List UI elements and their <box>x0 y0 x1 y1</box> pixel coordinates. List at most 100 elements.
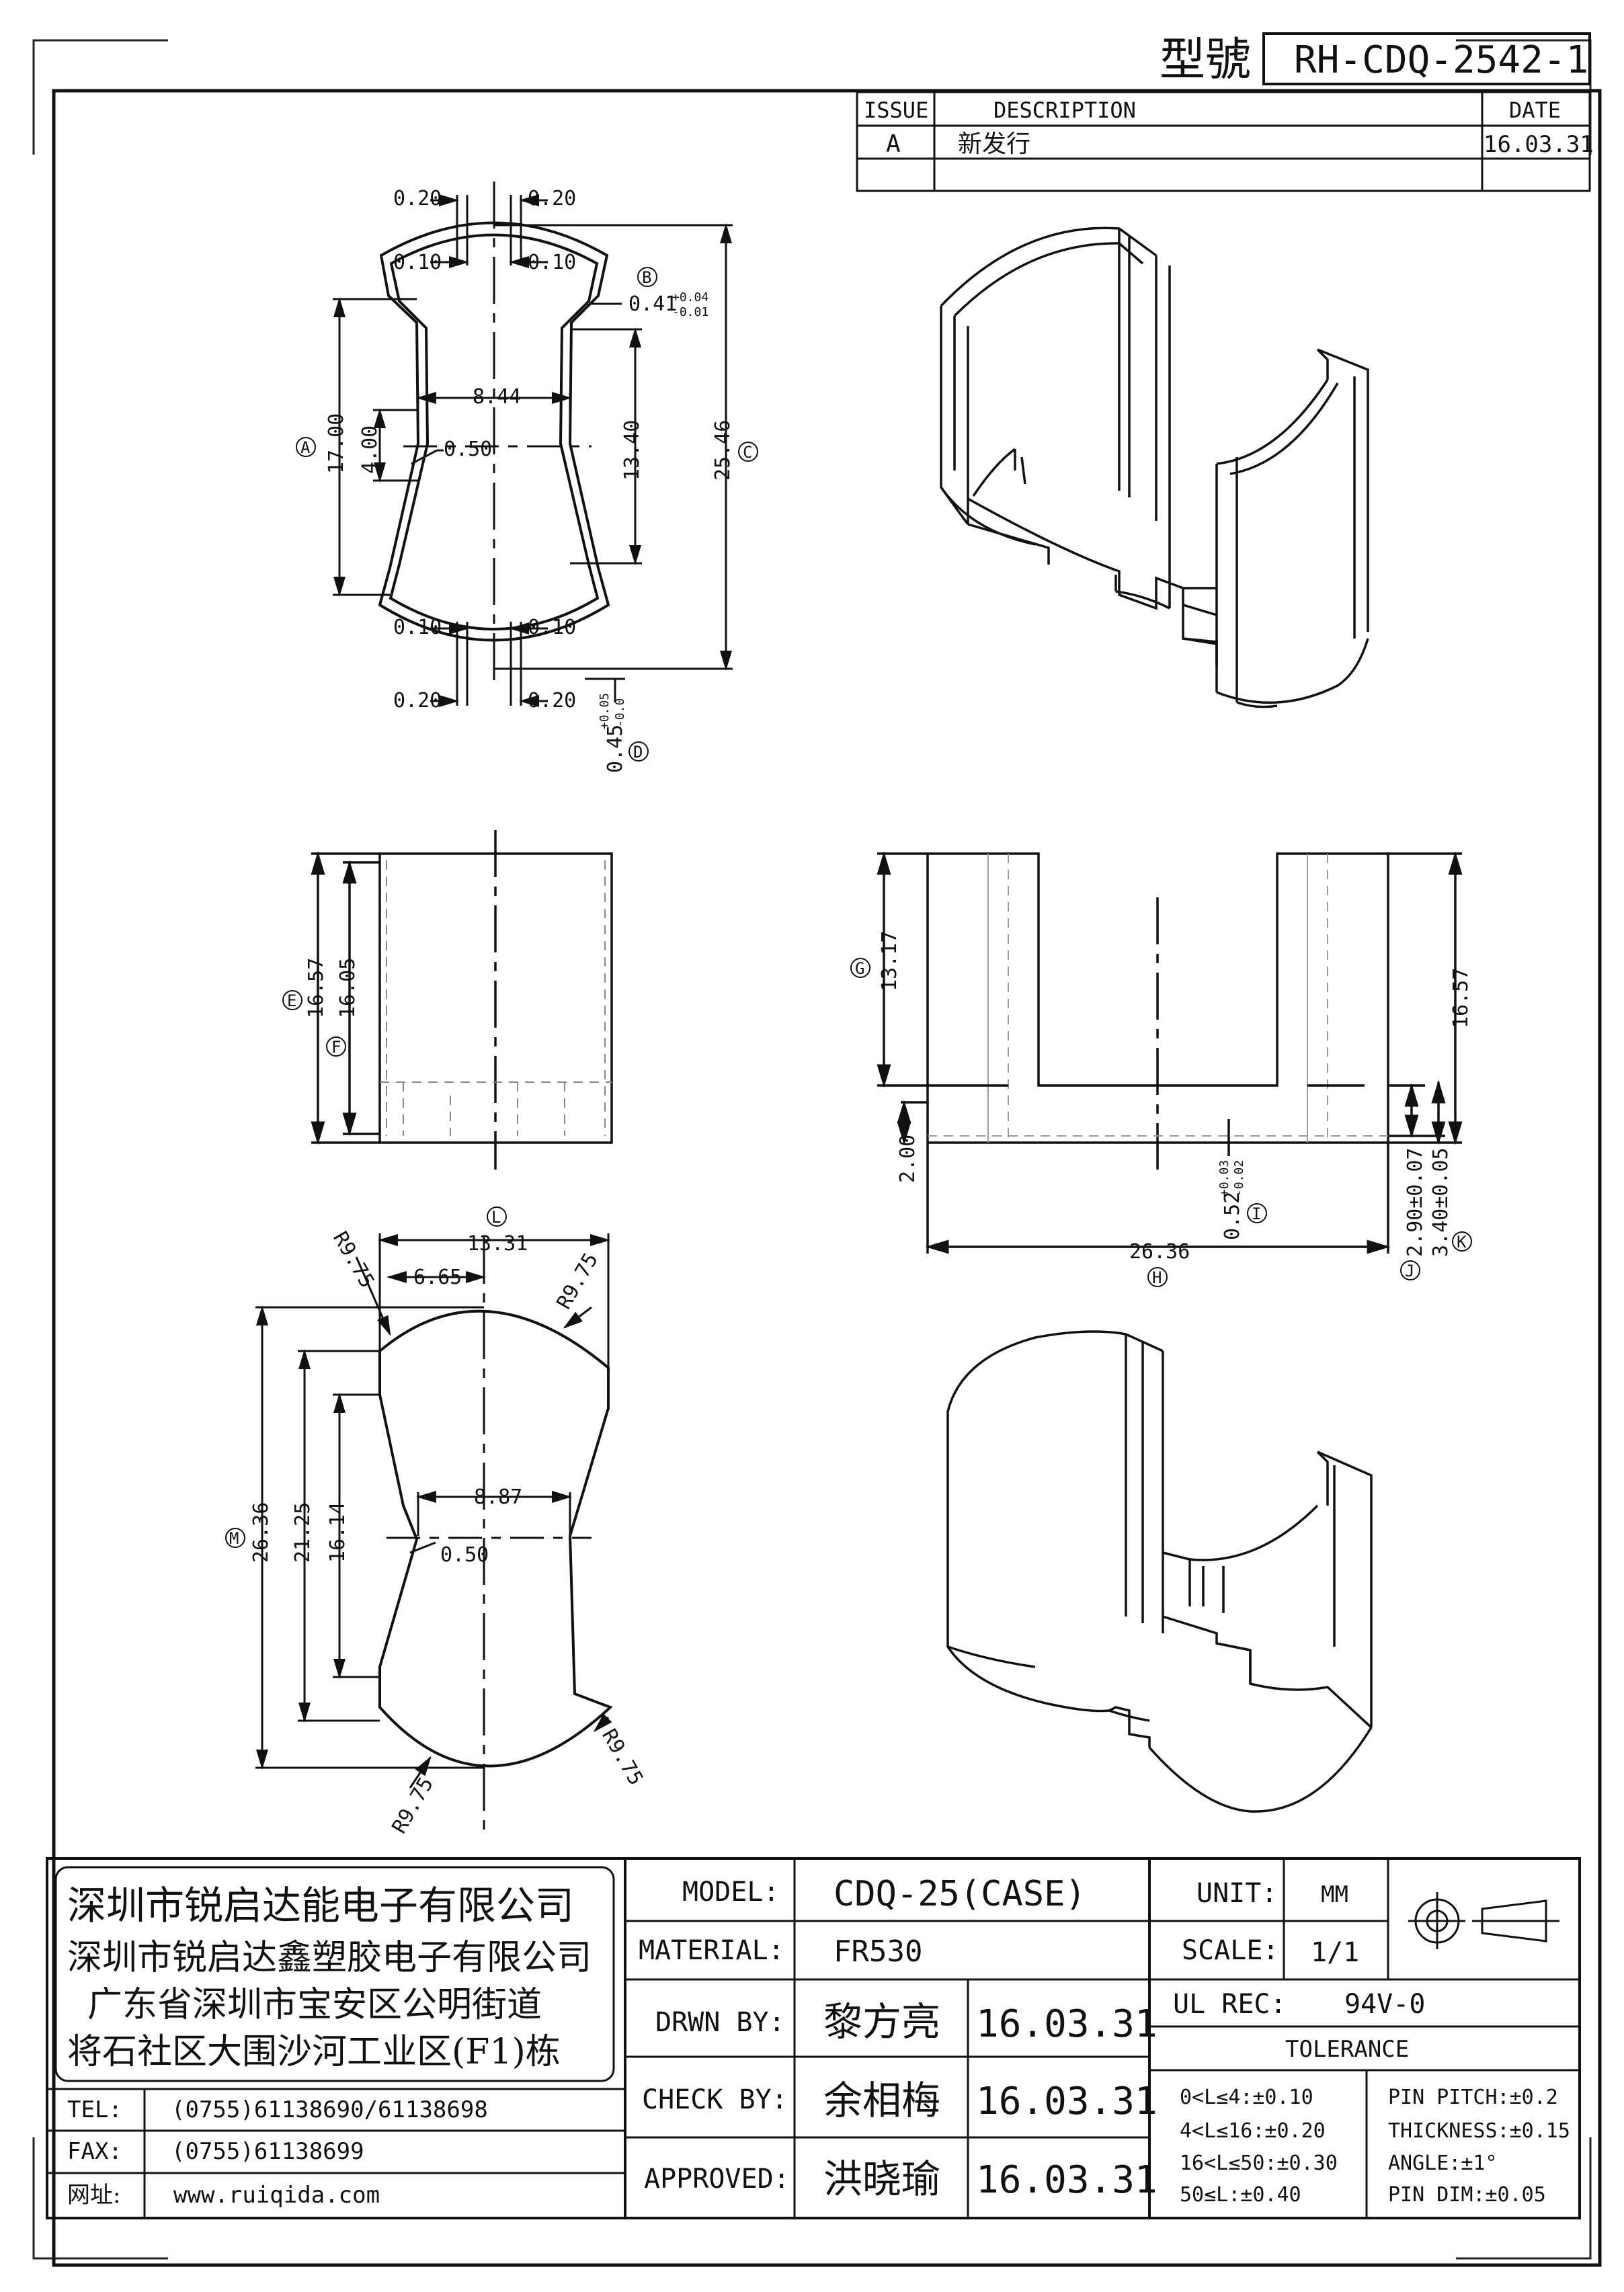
label-i: I <box>1252 1204 1261 1223</box>
dim-height-total: 16.57 <box>1449 968 1473 1028</box>
dim-wall-top-left: 0.20 <box>393 187 442 210</box>
model-label: MODEL: <box>682 1877 780 1908</box>
model-value: CDQ-25(CASE) <box>834 1874 1086 1914</box>
spec-pin-pitch: PIN PITCH:±0.2 <box>1388 2086 1558 2109</box>
check-by: 余相梅 <box>823 2078 940 2123</box>
dim-waist: 8.44 <box>473 385 521 409</box>
dim-radius-top-right: R9.75 <box>553 1249 603 1313</box>
revision-header-issue: ISSUE <box>864 97 928 123</box>
label-e: E <box>287 991 296 1010</box>
label-a: A <box>300 438 311 457</box>
unit-label: UNIT: <box>1196 1878 1277 1909</box>
dim-inner-top-left: 0.10 <box>393 251 442 274</box>
revision-issue: A <box>886 130 901 158</box>
dim-half-width: 6.65 <box>413 1266 462 1289</box>
label-d: D <box>633 743 643 762</box>
tel-label: TEL: <box>67 2096 122 2123</box>
label-b: B <box>642 268 651 287</box>
dim-m-value: 26.36 <box>249 1502 273 1563</box>
approved-date: 16.03.31 <box>976 2158 1158 2202</box>
company-line-3: 广东省深圳市宝安区公明街道 <box>87 1985 542 2025</box>
dim-radius-bottom-right: R9.75 <box>597 1725 647 1790</box>
company-line-1: 深圳市锐启达能电子有限公司 <box>67 1883 574 1928</box>
dim-f-value: 16.05 <box>336 958 360 1018</box>
spec-thickness: THICKNESS:±0.15 <box>1388 2119 1570 2143</box>
dim-e-value: 16.57 <box>304 958 328 1018</box>
side-view: 16.57 E 16.05 F <box>282 830 613 1170</box>
unit-value: MM <box>1321 1881 1348 1908</box>
front-view: 13.17 G 16.57 2.00 0.52 +0.03 -0.02 I 26… <box>850 851 1473 1287</box>
tolerance-1: 0<L≤4:±0.10 <box>1180 2086 1313 2109</box>
dim-d-tol-minus: -0.0 <box>613 698 627 727</box>
tel-value: (0755)61138690/61138698 <box>171 2096 488 2123</box>
dim-k-value: 3.40±0.05 <box>1429 1147 1453 1257</box>
material-label: MATERIAL: <box>639 1935 784 1966</box>
model-number-label: 型號 <box>1160 34 1251 87</box>
revision-date: 16.03.31 <box>1484 131 1594 158</box>
fax-value: (0755)61138699 <box>171 2138 364 2165</box>
scale-value: 1/1 <box>1311 1937 1359 1968</box>
label-j: J <box>1405 1262 1414 1280</box>
dim-notch-radius: 0.50 <box>444 438 492 461</box>
dim-notch-radius-bottom: 0.50 <box>440 1543 489 1567</box>
label-l: L <box>491 1208 501 1227</box>
check-label: CHECK BY: <box>642 2084 788 2115</box>
dim-j-value: 2.90±0.07 <box>1404 1147 1427 1257</box>
dim-waist-height: 13.40 <box>620 420 644 481</box>
spec-pin-dim: PIN DIM:±0.05 <box>1388 2183 1546 2207</box>
dim-radius-top-left: R9.75 <box>328 1228 378 1293</box>
label-h: H <box>1152 1268 1162 1287</box>
dim-b-value: 0.41 <box>628 292 677 316</box>
dim-d-tol-plus: +0.05 <box>598 693 612 729</box>
approved-by: 洪晓瑜 <box>823 2156 940 2202</box>
scale-label: SCALE: <box>1182 1935 1279 1966</box>
dim-b-tol-plus: +0.04 <box>672 290 708 304</box>
label-k: K <box>1457 1233 1467 1252</box>
drawing-border <box>52 89 1602 2267</box>
dim-waist-bottom: 8.87 <box>474 1485 522 1509</box>
dim-radius-bottom-left: R9.75 <box>388 1773 438 1838</box>
dim-c-value: 25.46 <box>711 420 735 481</box>
isometric-view-top <box>940 227 1369 708</box>
dim-notch: 4.00 <box>358 425 382 474</box>
company-line-4: 将石社区大围沙河工业区(F1)栋 <box>67 2032 561 2072</box>
company-line-2: 深圳市锐启达鑫塑胶电子有限公司 <box>67 1938 592 1978</box>
drawn-label: DRWN BY: <box>655 2007 785 2038</box>
revision-header-date: DATE <box>1509 97 1561 123</box>
dim-inner-top-right: 0.10 <box>528 251 576 274</box>
dim-wall-bottom-left: 0.20 <box>393 689 442 712</box>
label-g: G <box>855 959 864 978</box>
web-label: 网址: <box>67 2182 120 2209</box>
dim-inner-bottom-left: 0.10 <box>393 616 442 639</box>
dim-l-value: 13.31 <box>467 1232 528 1256</box>
projection-symbol-icon <box>1408 1892 1559 1949</box>
check-date: 16.03.31 <box>976 2080 1158 2123</box>
fax-label: FAX: <box>67 2138 122 2165</box>
web-value: www.ruiqida.com <box>173 2182 380 2209</box>
tolerance-4: 50≤L:±0.40 <box>1180 2183 1301 2207</box>
drawn-by: 黎方亮 <box>823 1999 940 2045</box>
spec-angle: ANGLE:±1° <box>1388 2152 1498 2175</box>
dim-wall-top-right: 0.20 <box>528 187 576 210</box>
dim-h-value: 26.36 <box>1129 1240 1190 1264</box>
label-m: M <box>229 1529 239 1548</box>
dim-height-2: 21.25 <box>291 1502 315 1563</box>
tolerance-label: TOLERANCE <box>1285 2036 1409 2063</box>
dim-b-tol-minus: -0.01 <box>672 305 708 319</box>
model-number-value: RH-CDQ-2542-1 <box>1294 38 1588 82</box>
label-f: F <box>331 1038 341 1057</box>
isometric-view-bottom <box>946 1330 1373 1813</box>
material-value: FR530 <box>834 1934 922 1969</box>
revision-description: 新发行 <box>958 130 1030 158</box>
tolerance-2: 4<L≤16:±0.20 <box>1180 2119 1326 2143</box>
revision-table <box>856 91 1591 192</box>
title-block <box>46 1857 1581 2219</box>
dim-base-height: 2.00 <box>896 1135 920 1183</box>
revision-header-description: DESCRIPTION <box>993 97 1136 123</box>
dim-i-tol-plus: +0.03 <box>1217 1160 1231 1196</box>
label-c: C <box>743 443 752 462</box>
tolerance-3: 16<L≤50:±0.30 <box>1180 2152 1338 2175</box>
dim-i-value: 0.52 <box>1221 1192 1244 1240</box>
model-number-header: 型號 RH-CDQ-2542-1 <box>1160 32 1591 87</box>
